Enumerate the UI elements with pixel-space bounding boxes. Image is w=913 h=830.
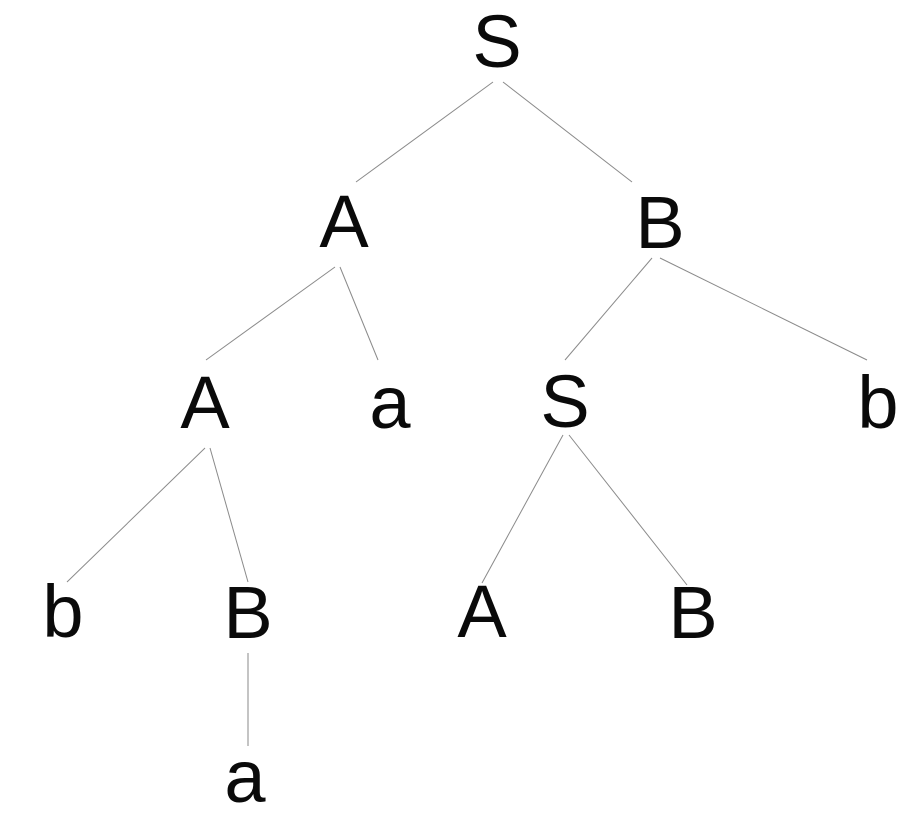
tree-node-leaf-n7: b	[42, 570, 83, 653]
tree-node-leaf-n4: a	[369, 361, 411, 444]
tree-node-internal-n3: A	[180, 361, 230, 444]
tree-edge-n2-n5	[564, 257, 653, 361]
tree-edge-n2-n6	[659, 257, 868, 361]
tree-edge-n1-n4	[339, 266, 379, 361]
tree-node-leaf-n6: b	[857, 361, 898, 444]
tree-edge-n0-n2	[502, 81, 633, 183]
tree-node-leaf-n9: A	[457, 570, 507, 653]
tree-node-internal-n8: B	[223, 571, 272, 654]
tree-node-leaf-n10: B	[668, 571, 717, 654]
tree-edge-n3-n8	[209, 447, 249, 583]
tree-edge-n5-n9	[481, 434, 564, 584]
tree-edge-n5-n10	[568, 434, 688, 586]
tree-edge-n1-n3	[205, 266, 336, 361]
tree-node-internal-n1: A	[319, 180, 369, 263]
tree-node-leaf-n11: a	[224, 735, 266, 818]
tree-node-internal-n5: S	[540, 360, 589, 443]
tree-edge-n0-n1	[355, 81, 494, 183]
tree-edge-n3-n7	[66, 447, 206, 583]
tree-node-root-n0: S	[472, 0, 521, 83]
tree-node-internal-n2: B	[635, 181, 684, 264]
